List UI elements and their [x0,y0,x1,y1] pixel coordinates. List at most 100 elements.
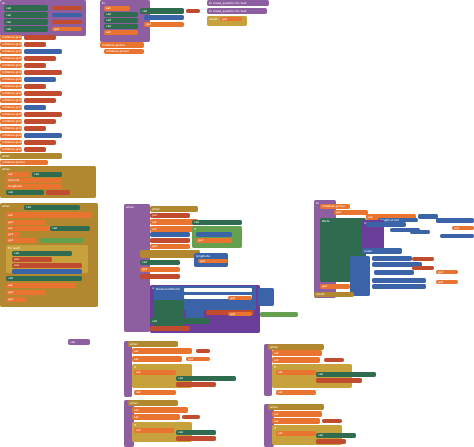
call-block[interactable]: call [316,433,356,438]
text-literal-block[interactable] [316,439,346,444]
text-literal-block[interactable] [24,105,46,110]
init-global-block[interactable]: initialize global [0,49,22,54]
set-block[interactable]: set [132,407,188,413]
text-literal-block[interactable] [24,147,46,152]
text-literal-block[interactable] [24,133,62,138]
logic-block[interactable] [40,238,84,243]
call-block[interactable]: call [50,226,90,231]
init-global-block[interactable]: initialize global [0,98,22,103]
math-block[interactable] [366,222,406,227]
call-block[interactable]: call [32,172,62,177]
logic-block[interactable] [260,312,298,317]
math-block[interactable] [350,256,370,296]
call-block[interactable]: call [140,8,184,14]
text-literal-block[interactable] [24,126,46,131]
init-global-block[interactable]: initialize global [0,42,22,47]
call-block[interactable]: call [4,5,48,11]
get-block[interactable]: get [186,357,210,361]
set-block[interactable]: set [134,428,174,433]
call-block[interactable]: call [316,372,376,377]
init-global-block[interactable]: initialize global [0,105,22,110]
text-literal-block[interactable] [182,415,200,419]
get-block[interactable]: get [144,22,184,27]
value-slot[interactable] [184,295,252,299]
set-block[interactable]: set [272,411,322,417]
index-block[interactable]: index [362,248,402,254]
text-literal-block[interactable] [196,349,210,353]
math-block[interactable] [436,218,474,223]
call-block[interactable]: call [150,318,210,324]
call-block[interactable]: call [4,12,48,18]
init-global-block[interactable]: initialize global [0,133,22,138]
call-block[interactable]: call [6,276,82,281]
procedure-block[interactable]: to make_position for text [207,0,269,6]
math-block[interactable] [372,262,422,267]
procedure-block[interactable] [264,344,272,396]
call-block[interactable]: call [12,251,72,256]
set-block[interactable]: set [276,390,316,395]
math-block[interactable] [372,256,412,261]
get-block[interactable]: get [220,17,242,21]
math-block[interactable] [186,304,204,318]
text-literal-block[interactable] [24,77,56,82]
get-block[interactable]: get [452,226,474,230]
set-block[interactable]: set [6,212,92,218]
get-block[interactable]: get [436,270,458,274]
text-literal-block[interactable] [24,91,62,96]
set-block[interactable]: set [132,414,180,420]
text-literal-block[interactable] [24,49,62,54]
if-block[interactable]: if [192,226,242,248]
event-block[interactable]: result [314,292,354,297]
math-block[interactable] [372,278,426,283]
event-block[interactable]: when [268,404,324,410]
init-global-block[interactable]: initialize global [0,63,22,68]
init-global-block[interactable]: initialize global [100,42,144,48]
math-block[interactable] [374,270,414,275]
text-literal-block[interactable] [322,419,342,423]
text-literal-block[interactable] [150,326,190,331]
call-block[interactable]: call [104,12,138,17]
math-block[interactable] [12,269,82,274]
call-block[interactable]: call [6,190,44,195]
text-literal-block[interactable] [316,378,362,383]
init-global-block[interactable]: initialize global [0,56,22,61]
init-global-block[interactable]: initialize global [0,160,48,165]
set-block[interactable]: set [6,226,66,231]
event-block[interactable]: when [150,206,198,212]
get-block[interactable]: get [6,220,46,225]
init-global-block[interactable]: initialize global [320,204,350,209]
math-block[interactable] [150,232,190,237]
text-literal-block[interactable] [24,112,62,117]
math-block[interactable] [258,288,274,306]
text-literal-block[interactable] [140,274,180,279]
math-block[interactable] [440,234,474,238]
get-block[interactable]: get [140,267,180,272]
text-literal-block[interactable] [24,140,56,145]
get-block[interactable]: get [320,284,350,289]
set-block[interactable]: set [132,348,192,354]
set-block[interactable]: set [366,214,416,220]
get-block[interactable]: get [6,290,46,295]
set-block[interactable]: latitude [6,178,62,183]
text-literal-block[interactable] [24,119,56,124]
text-literal-block[interactable] [186,9,200,13]
text-literal-block[interactable] [24,84,46,89]
set-block[interactable]: set [104,30,138,35]
set-block[interactable]: set [134,390,176,395]
text-literal-block[interactable] [412,257,434,261]
join-block[interactable]: join [12,257,52,262]
set-block[interactable]: set [272,418,320,424]
call-block[interactable]: call [24,205,80,210]
event-block[interactable]: when [268,344,324,350]
set-block[interactable]: set [6,283,76,288]
get-block[interactable]: get [6,297,26,302]
text-literal-block[interactable] [176,436,216,441]
init-global-block[interactable]: initialize global [0,35,22,40]
number-block[interactable] [52,13,82,17]
procedure-block[interactable] [264,404,274,447]
call-block[interactable]: call [176,430,216,435]
set-block[interactable]: set [132,356,182,362]
get-block[interactable]: get [436,280,458,284]
set-block[interactable]: set [104,6,130,11]
